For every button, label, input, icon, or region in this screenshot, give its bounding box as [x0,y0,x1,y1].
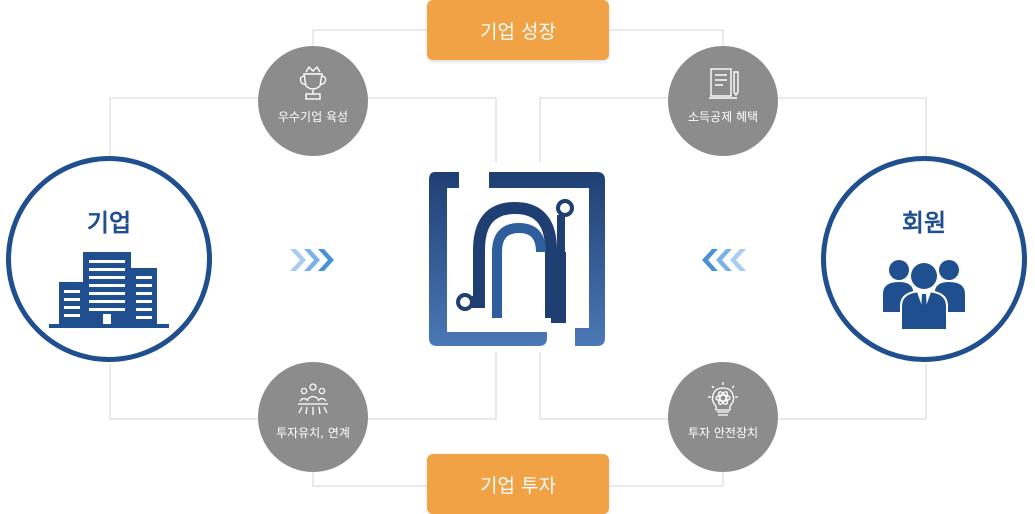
node-top-right-label: 소득공제 혜택 [687,110,759,124]
chevron-right-icon [290,249,334,271]
network-people-icon [298,383,328,415]
company-circle: 기업 [6,156,212,362]
brand-logo-icon [429,172,605,346]
node-bottom-left-label: 투자유치, 연계 [276,426,350,440]
node-top-left-label: 우수기업 육성 [277,110,349,124]
node-top-right: 소득공제 혜택 [668,46,778,156]
growth-pill: 기업 성장 [427,0,609,60]
chevron-left-icon [702,249,746,271]
buildings-icon [49,252,169,328]
company-title: 기업 [86,209,132,237]
lightbulb-atom-icon [708,382,738,416]
investment-pill-label: 기업 투자 [480,474,556,497]
member-title: 회원 [901,209,947,237]
member-circle: 회원 [821,156,1027,362]
document-pen-icon [709,68,739,99]
people-icon [883,260,965,330]
trophy-icon [299,65,327,100]
node-bottom-right-label: 투자 안전장치 [687,426,759,440]
investment-pill: 기업 투자 [427,454,609,514]
node-top-left: 우수기업 육성 [258,46,368,156]
growth-pill-label: 기업 성장 [480,20,556,43]
node-bottom-right: 투자 안전장치 [668,362,778,472]
node-bottom-left: 투자유치, 연계 [258,362,368,472]
